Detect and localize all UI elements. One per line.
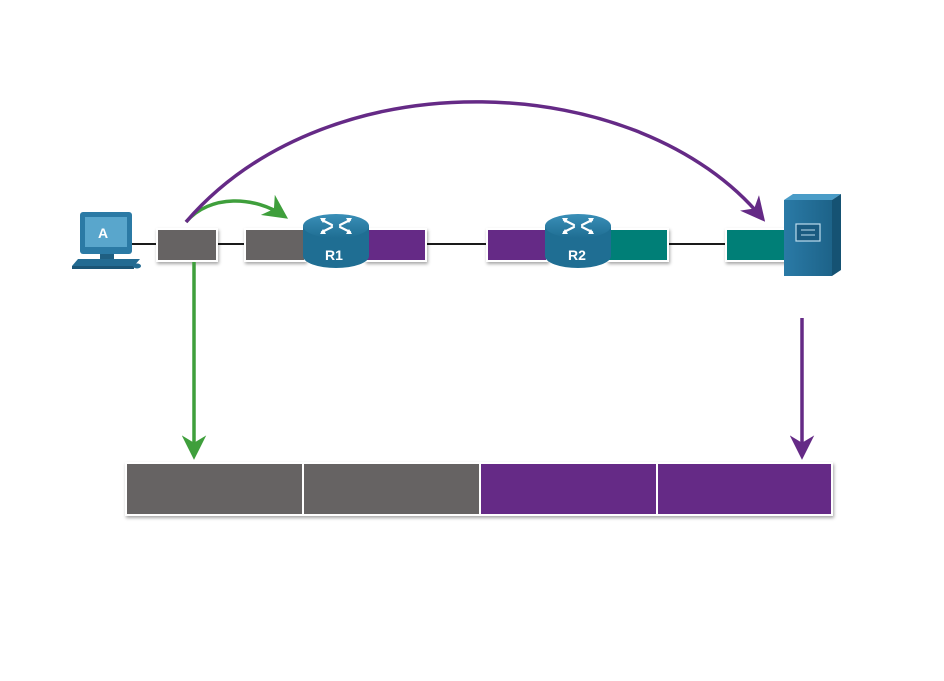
link-segment-r1-r2-left — [365, 228, 427, 262]
pc-label: A — [98, 225, 108, 241]
frame-segment-4 — [656, 462, 833, 516]
link-segment-r1-r2-right — [486, 228, 548, 262]
link-segment-r2-server-left — [607, 228, 669, 262]
frame-segment-3 — [479, 462, 658, 516]
router-r2-label: R2 — [568, 247, 586, 263]
link-segment-r2-server-right — [725, 228, 787, 262]
frame-segment-2 — [302, 462, 481, 516]
frame-bar — [125, 462, 833, 516]
pc-a-icon: A — [72, 212, 141, 269]
purple-arc-a-to-server — [184, 100, 766, 224]
frame-segment-1 — [125, 462, 304, 516]
router-r1-icon: R1 — [303, 214, 369, 268]
link-segment-a-r1-left — [156, 228, 218, 262]
server-icon — [784, 194, 841, 276]
router-r1-label: R1 — [325, 247, 343, 263]
link-segment-a-r1-right — [244, 228, 306, 262]
router-r2-icon: R2 — [545, 214, 611, 268]
